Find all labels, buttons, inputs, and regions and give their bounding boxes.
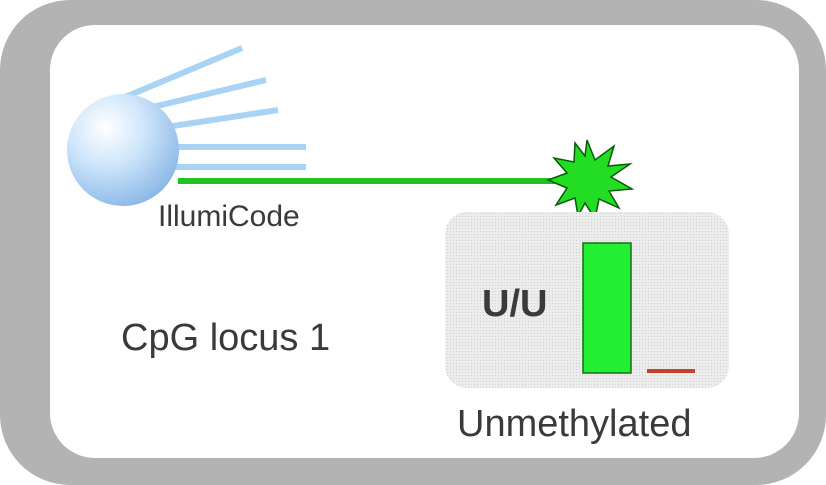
genotype-label: U/U <box>482 283 547 325</box>
fluorophore-star <box>545 139 635 221</box>
bead-sphere <box>67 94 179 206</box>
light-rays <box>116 45 306 170</box>
status-label: Unmethylated <box>457 403 691 445</box>
signal-bar-m <box>647 369 695 373</box>
signal-bar-u <box>582 242 632 374</box>
bead-label: IllumiCode <box>158 200 300 233</box>
signal-bars <box>582 242 695 374</box>
locus-label: CpG locus 1 <box>121 317 330 359</box>
